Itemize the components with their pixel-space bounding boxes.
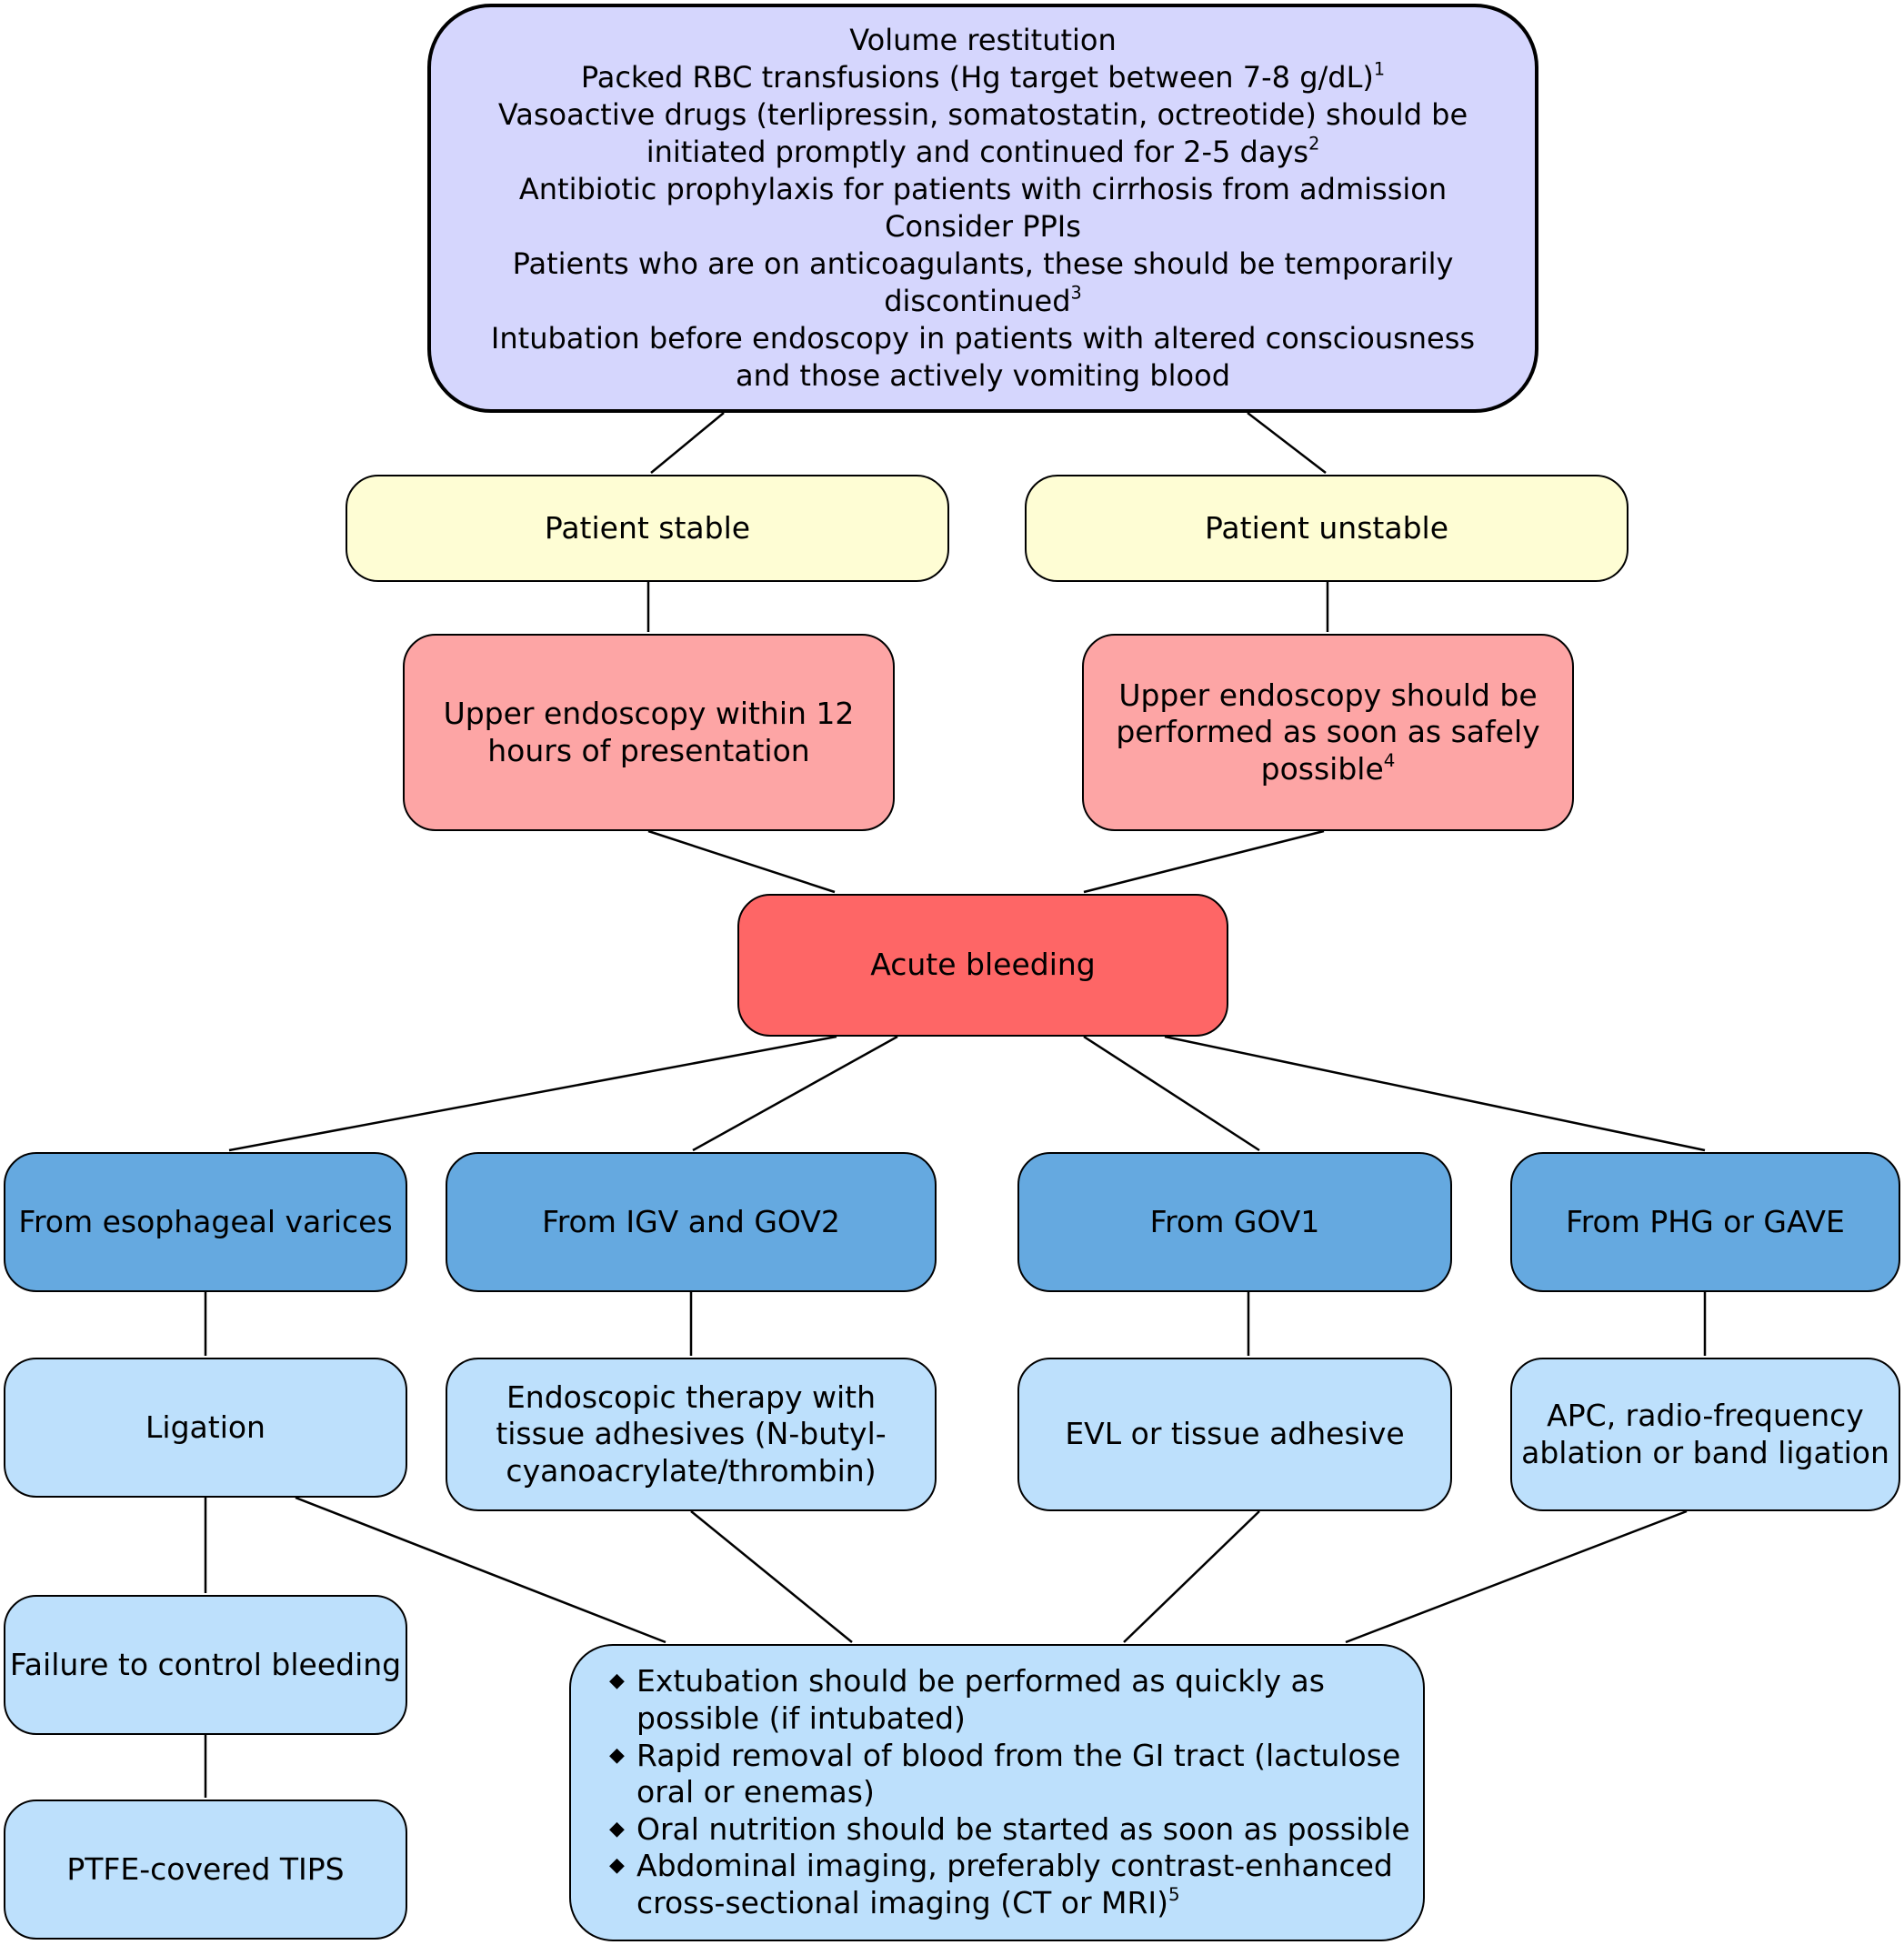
post-bullet-line: Abdominal imaging, preferably contrast-e… xyxy=(636,1848,1393,1884)
source-igv-label: From IGV and GOV2 xyxy=(542,1203,840,1239)
connector xyxy=(228,1035,837,1152)
footnote-marker: 3 xyxy=(1070,282,1082,304)
measure-rbc-transfusion-text: Packed RBC transfusions (Hg target betwe… xyxy=(580,60,1374,95)
treatment-ligation-box: Ligation xyxy=(4,1358,407,1498)
connector xyxy=(650,412,725,474)
treatment-evl-label: EVL or tissue adhesive xyxy=(1065,1416,1405,1452)
post-bullet-line: Extubation should be performed as quickl… xyxy=(636,1663,1325,1699)
endoscopy-unstable-box: Upper endoscopy should be performed as s… xyxy=(1082,634,1574,831)
connector xyxy=(295,1496,666,1644)
patient-stable-box: Patient stable xyxy=(346,475,949,582)
post-bullet-line: oral or enemas) xyxy=(636,1774,875,1810)
connector xyxy=(1123,1510,1260,1643)
measure-antibiotic-prophylaxis: Antibiotic prophylaxis for patients with… xyxy=(518,172,1448,207)
connector xyxy=(1164,1035,1706,1152)
initial-measures-box: Volume restitution Packed RBC transfusio… xyxy=(427,4,1538,413)
post-bullet-text: cross-sectional imaging (CT or MRI) xyxy=(636,1884,1169,1920)
treatment-apc-box: APC, radio-frequency ablation or band li… xyxy=(1510,1358,1900,1511)
post-treatment-box: Extubation should be performed as quickl… xyxy=(569,1644,1425,1941)
treatment-adhesive-line: cyanoacrylate/thrombin) xyxy=(506,1452,877,1489)
footnote-marker: 5 xyxy=(1168,1884,1180,1906)
treatment-adhesive-line: tissue adhesives (N-butyl- xyxy=(496,1416,887,1452)
measure-intubation-cont: and those actively vomiting blood xyxy=(735,357,1231,393)
post-bullet-line: cross-sectional imaging (CT or MRI)5 xyxy=(636,1885,1393,1922)
source-gov1-label: From GOV1 xyxy=(1149,1203,1320,1239)
treatment-evl-box: EVL or tissue adhesive xyxy=(1017,1358,1452,1511)
source-igv-box: From IGV and GOV2 xyxy=(446,1152,937,1292)
footnote-marker: 4 xyxy=(1383,749,1396,771)
measure-anticoagulants: Patients who are on anticoagulants, thes… xyxy=(512,246,1454,281)
endoscopy-unstable-line: performed as soon as safely xyxy=(1116,714,1540,750)
connector xyxy=(1247,412,1327,474)
connector xyxy=(647,829,836,894)
endoscopy-stable-line: hours of presentation xyxy=(487,732,810,768)
acute-bleeding-label: Acute bleeding xyxy=(870,947,1096,983)
treatment-apc-line: APC, radio-frequency xyxy=(1547,1397,1864,1433)
source-esophageal-box: From esophageal varices xyxy=(4,1152,407,1292)
patient-unstable-box: Patient unstable xyxy=(1025,475,1628,582)
acute-bleeding-box: Acute bleeding xyxy=(737,894,1228,1037)
post-bullet-extubation: Extubation should be performed as quickl… xyxy=(609,1663,1325,1737)
footnote-marker: 1 xyxy=(1373,58,1386,80)
patient-stable-label: Patient stable xyxy=(544,509,751,546)
connector xyxy=(1083,1035,1260,1152)
connector xyxy=(1083,829,1325,894)
endoscopy-stable-box: Upper endoscopy within 12 hours of prese… xyxy=(403,634,895,831)
failure-control-box: Failure to control bleeding xyxy=(4,1595,407,1735)
measure-anticoagulants-discontinued: discontinued3 xyxy=(884,283,1082,320)
source-esophageal-label: From esophageal varices xyxy=(18,1203,393,1239)
treatment-adhesive-box: Endoscopic therapy with tissue adhesives… xyxy=(446,1358,937,1511)
connector xyxy=(690,1510,853,1643)
source-phg-label: From PHG or GAVE xyxy=(1566,1203,1845,1239)
measure-anticoagulants-discontinued-text: discontinued xyxy=(884,283,1071,318)
measure-intubation: Intubation before endoscopy in patients … xyxy=(490,320,1476,356)
footnote-marker: 2 xyxy=(1308,133,1320,155)
measure-volume-restitution: Volume restitution xyxy=(849,23,1117,58)
connector xyxy=(1345,1509,1688,1644)
source-phg-box: From PHG or GAVE xyxy=(1510,1152,1900,1292)
post-bullet-line: Oral nutrition should be started as soon… xyxy=(636,1810,1410,1847)
measure-vasoactive-duration: initiated promptly and continued for 2-5… xyxy=(646,134,1320,171)
measure-vasoactive-duration-text: initiated promptly and continued for 2-5… xyxy=(646,135,1309,170)
failure-control-label: Failure to control bleeding xyxy=(9,1646,402,1682)
endoscopy-unstable-line: Upper endoscopy should be xyxy=(1118,677,1538,713)
treatment-adhesive-line: Endoscopic therapy with xyxy=(506,1379,877,1415)
post-bullet-line: possible (if intubated) xyxy=(636,1700,966,1737)
endoscopy-stable-line: Upper endoscopy within 12 xyxy=(443,695,855,731)
post-bullet-imaging: Abdominal imaging, preferably contrast-e… xyxy=(609,1848,1393,1921)
treatment-apc-line: ablation or band ligation xyxy=(1521,1434,1889,1470)
post-bullet-line: Rapid removal of blood from the GI tract… xyxy=(636,1737,1401,1773)
patient-unstable-label: Patient unstable xyxy=(1205,509,1448,546)
connector xyxy=(692,1035,898,1152)
ptfe-tips-box: PTFE-covered TIPS xyxy=(4,1800,407,1940)
measure-vasoactive-drugs: Vasoactive drugs (terlipressin, somatost… xyxy=(497,97,1468,133)
ptfe-tips-label: PTFE-covered TIPS xyxy=(66,1850,345,1887)
post-bullet-nutrition: Oral nutrition should be started as soon… xyxy=(609,1811,1410,1849)
measure-rbc-transfusion: Packed RBC transfusions (Hg target betwe… xyxy=(581,59,1385,96)
endoscopy-unstable-line: possible4 xyxy=(1261,751,1396,788)
treatment-ligation-label: Ligation xyxy=(145,1409,266,1445)
endoscopy-unstable-text: possible xyxy=(1260,750,1384,787)
post-bullet-blood-removal: Rapid removal of blood from the GI tract… xyxy=(609,1738,1400,1811)
source-gov1-box: From GOV1 xyxy=(1017,1152,1452,1292)
measure-ppis: Consider PPIs xyxy=(885,209,1081,244)
